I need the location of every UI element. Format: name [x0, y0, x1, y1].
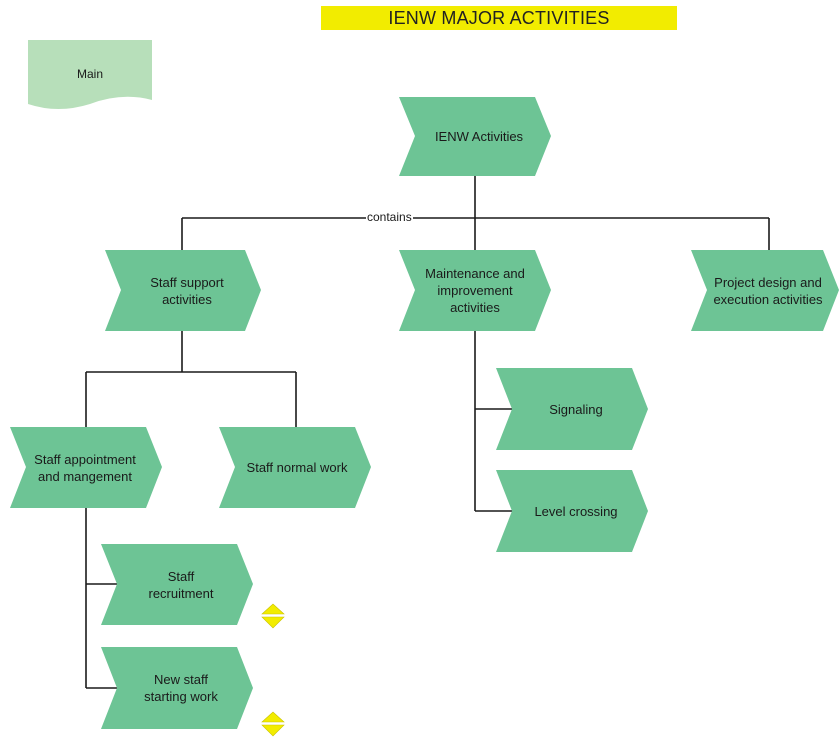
main-sheet-label: Main [76, 66, 103, 81]
node-staff-recruitment[interactable] [101, 544, 253, 625]
connectors [85, 176, 770, 689]
node-label-staff-recruitment: Staff recruitment [148, 568, 214, 601]
diagram-title: IENW MAJOR ACTIVITIES [321, 6, 677, 30]
node-label-new-staff: New staff starting work [144, 672, 218, 704]
node-staff-appointment[interactable] [10, 427, 162, 508]
activity-nodes [10, 97, 839, 729]
main-sheet-shape[interactable] [28, 40, 152, 109]
node-label-project-design: Project design and execution activities [713, 274, 823, 307]
node-ienw-activities[interactable] [399, 97, 551, 176]
node-label-staff-appointment: Staff appointment and mangement [34, 451, 136, 484]
node-label-staff-support: Staff support activities [150, 274, 224, 307]
node-project-design[interactable] [691, 250, 839, 331]
node-label-level-crossing: Level crossing [534, 503, 618, 519]
node-staff-normal-work[interactable] [219, 427, 371, 508]
node-signaling[interactable] [496, 368, 648, 450]
node-staff-support[interactable] [105, 250, 261, 331]
node-level-crossing[interactable] [496, 470, 648, 552]
contains-edge-label: contains [366, 210, 413, 224]
node-new-staff[interactable] [101, 647, 253, 729]
node-label-ienw-activities: IENW Activities [434, 129, 524, 144]
node-label-signaling: Signaling [549, 401, 603, 417]
node-label-staff-normal-work: Staff normal work [246, 460, 348, 475]
node-maintenance[interactable] [399, 250, 551, 331]
node-label-maintenance: Maintenance and improvement activities [425, 266, 525, 315]
expand-collapse-icon[interactable] [261, 603, 285, 629]
expand-collapse-icon[interactable] [261, 711, 285, 737]
